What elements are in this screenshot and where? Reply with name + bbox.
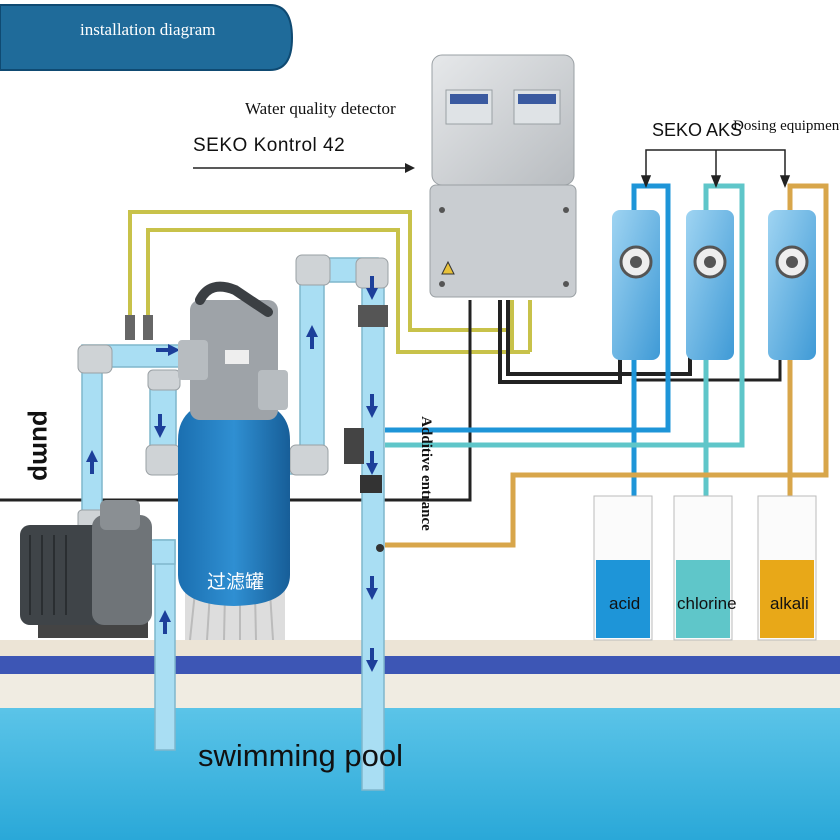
tank-label-acid: acid xyxy=(609,594,641,613)
tank-label-chlorine: chlorine xyxy=(677,594,737,613)
filter-label: 过滤罐 xyxy=(207,572,265,593)
kontrol-arrow xyxy=(193,163,415,173)
dosing-pump-alkali xyxy=(768,210,816,360)
dosing-equipment-label: Dosing equipment xyxy=(733,118,840,134)
pool-edge xyxy=(0,674,840,710)
probe-holders xyxy=(125,305,388,552)
signal-cables xyxy=(0,210,782,502)
pump-label: pump xyxy=(26,410,57,481)
dosing-bracket xyxy=(640,149,791,189)
dosing-pump-chlorine xyxy=(686,210,734,360)
additive-entrance-label: Additive entrance xyxy=(417,416,434,531)
pump-unit xyxy=(20,500,152,638)
pool-coping xyxy=(0,656,840,674)
kontrol-model-label: SEKO Kontrol 42 xyxy=(193,135,346,156)
dosing-pumps xyxy=(612,210,816,360)
detector-label: Water quality detector xyxy=(245,99,396,118)
dosing-pump-acid xyxy=(612,210,660,360)
title-banner xyxy=(0,4,294,71)
tank-label-alkali: alkali xyxy=(770,594,809,613)
pool-deck xyxy=(0,640,840,658)
flow-arrows xyxy=(86,276,378,672)
seko-kontrol-42 xyxy=(429,54,577,298)
swimming-pool-water xyxy=(0,708,840,840)
aks-brand-label: SEKO AKS xyxy=(652,120,743,140)
diagram-title: installation diagram xyxy=(80,20,216,39)
chemical-tanks xyxy=(593,495,817,641)
swimming-pool-label: swimming pool xyxy=(198,738,404,773)
pipe-fittings xyxy=(77,254,389,531)
sand-filter xyxy=(178,281,290,641)
